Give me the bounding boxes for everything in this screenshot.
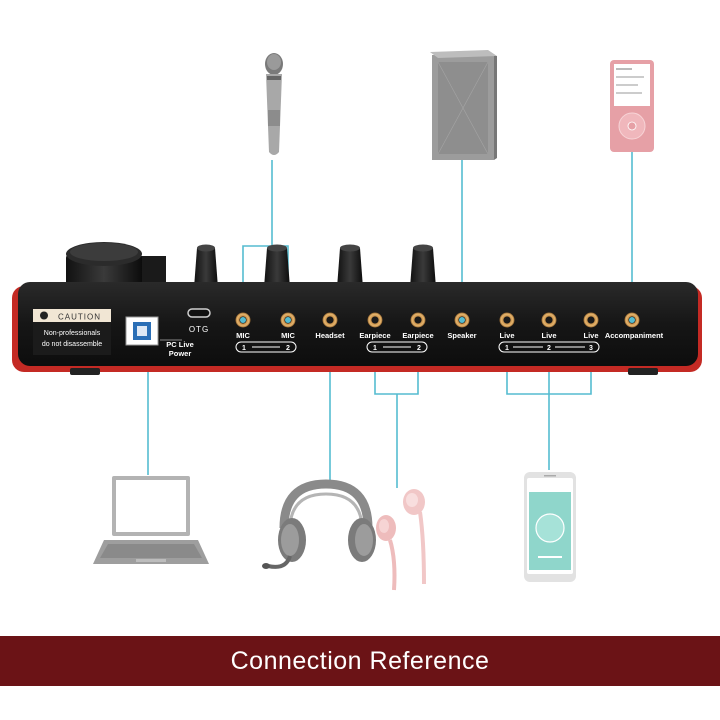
- jack-mic-2[interactable]: MIC: [280, 312, 296, 341]
- otg-port[interactable]: OTG: [187, 308, 211, 334]
- live-group-number-1: 1: [505, 345, 509, 352]
- live-2-label: Live: [541, 331, 556, 340]
- jack-earpiece-1[interactable]: Earpiece: [359, 312, 391, 341]
- headphones-icon: [262, 479, 376, 569]
- jack-live-3[interactable]: Live: [583, 312, 599, 341]
- caution-title: CAUTION: [58, 313, 101, 322]
- jack-mic-1[interactable]: MIC: [235, 312, 251, 341]
- earphones-icon: [376, 489, 426, 591]
- speaker-icon: [430, 50, 497, 160]
- earpiece-1-label: Earpiece: [359, 331, 390, 340]
- caution-line-1: Non-professionals: [44, 330, 101, 337]
- live-3-label: Live: [583, 331, 598, 340]
- live-group-number-3: 3: [589, 345, 593, 352]
- earpiece-group-number-2: 2: [417, 345, 421, 352]
- jack-speaker[interactable]: Speaker: [447, 312, 477, 341]
- otg-label: OTG: [189, 325, 209, 334]
- jack-accompaniment[interactable]: Accompaniment: [605, 312, 664, 341]
- main-volume-knob[interactable]: [66, 242, 166, 286]
- earpiece-2-label: Earpiece: [402, 331, 433, 340]
- microphone-icon: [265, 53, 283, 155]
- accompaniment-label: Accompaniment: [605, 331, 664, 340]
- pc-live-usb-port[interactable]: PC Live Power: [125, 316, 194, 358]
- mic-2-label: MIC: [281, 331, 295, 340]
- caution-label: CAUTION Non-professionals do not disasse…: [33, 309, 111, 355]
- control-knob[interactable]: [194, 244, 218, 289]
- speaker-label: Speaker: [447, 331, 476, 340]
- pc-live-label: PC Live: [166, 340, 194, 349]
- jack-live-2[interactable]: Live: [541, 312, 557, 341]
- control-knob[interactable]: [410, 244, 436, 289]
- mic-group-bracket: 1 2: [235, 341, 297, 353]
- control-knob[interactable]: [264, 244, 290, 289]
- jack-live-1[interactable]: Live: [499, 312, 515, 341]
- jack-headset[interactable]: Headset: [315, 312, 345, 341]
- live-1-label: Live: [499, 331, 514, 340]
- smartphone-icon: [524, 472, 576, 582]
- live-group-bracket: 1 2 3: [498, 341, 600, 353]
- earpiece-group-bracket: 1 2: [366, 341, 428, 353]
- control-knob[interactable]: [337, 244, 363, 289]
- caution-line-2: do not disassemble: [42, 341, 102, 348]
- power-label: Power: [169, 349, 192, 358]
- mic-1-label: MIC: [236, 331, 250, 340]
- mic-group-number-1: 1: [242, 345, 246, 352]
- mic-group-number-2: 2: [286, 345, 290, 352]
- headset-label: Headset: [315, 331, 345, 340]
- device-panel: [12, 282, 702, 375]
- caption-text: Connection Reference: [230, 646, 490, 675]
- laptop-icon: [93, 476, 209, 564]
- live-group-number-2: 2: [547, 345, 551, 352]
- earpiece-group-number-1: 1: [373, 345, 377, 352]
- music-player-icon: [610, 60, 654, 152]
- caption-banner: Connection Reference: [0, 636, 720, 686]
- jack-earpiece-2[interactable]: Earpiece: [402, 312, 434, 341]
